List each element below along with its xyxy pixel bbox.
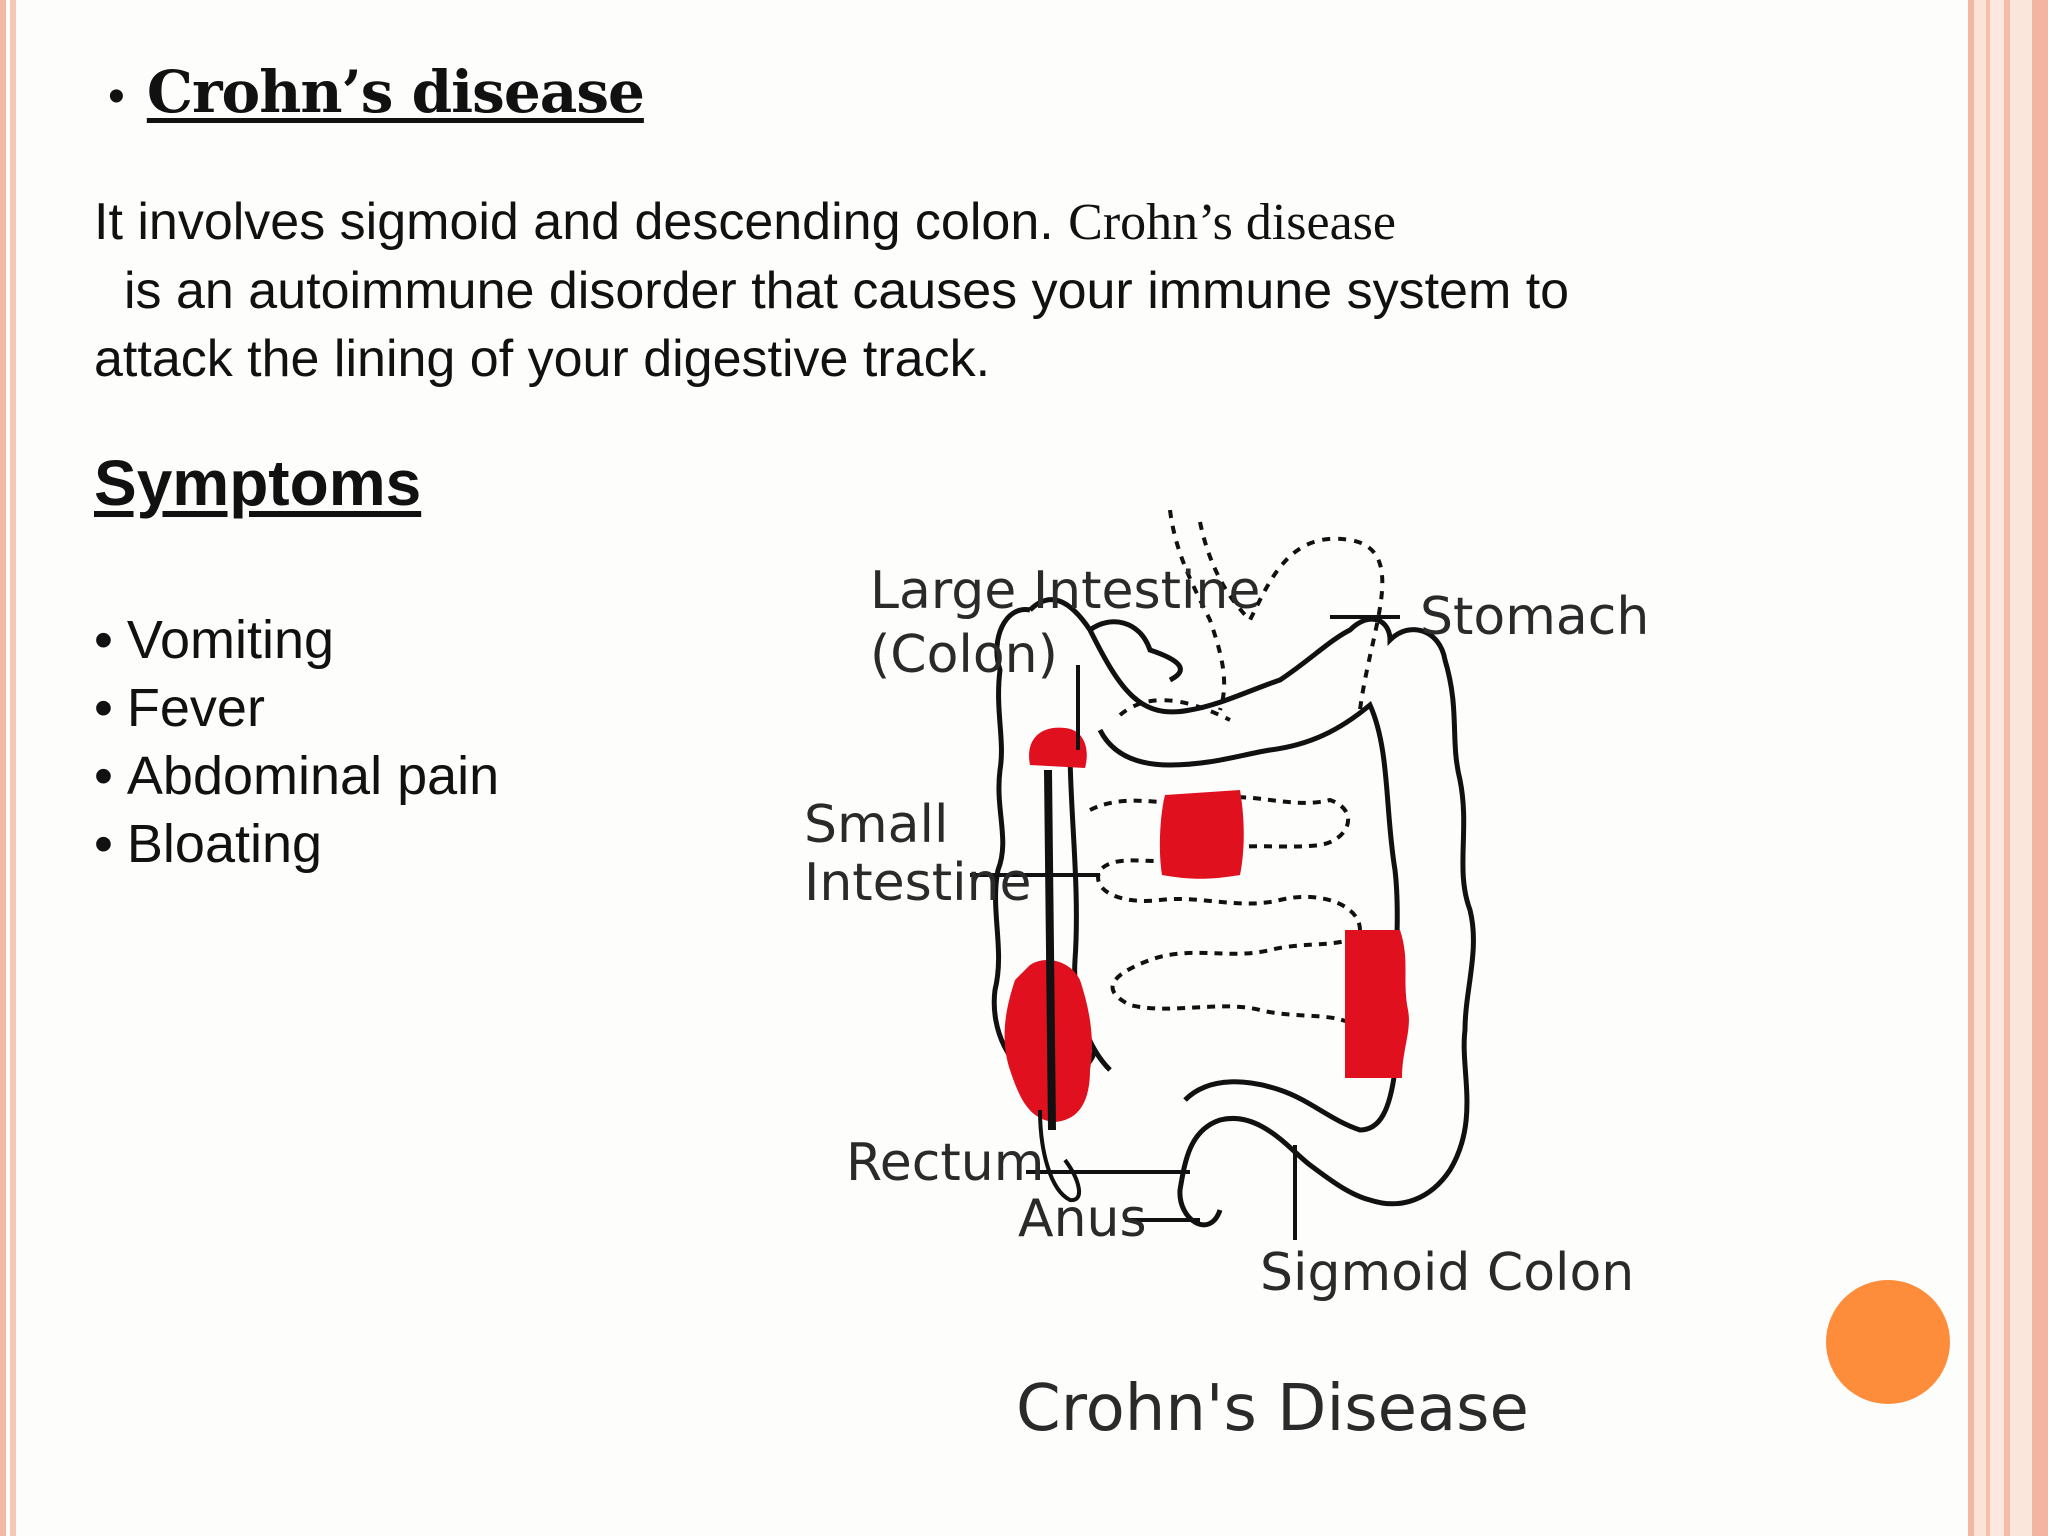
inflamed-area-descending	[1345, 930, 1409, 1078]
list-bullet: •	[94, 814, 113, 874]
label-small: Small	[804, 795, 948, 855]
title-bullet: •	[108, 70, 125, 123]
intro-line-3: attack the lining of your digestive trac…	[94, 330, 991, 388]
diagram-caption: Crohn's Disease	[1016, 1372, 1529, 1446]
inflamed-area-transverse	[1159, 790, 1244, 879]
intro-paragraph: It involves sigmoid and descending colon…	[94, 188, 1734, 393]
symptom-bloating: Bloating	[126, 814, 323, 874]
symptom-abdominal-pain: Abdominal pain	[126, 746, 500, 806]
list-item: •Fever	[94, 674, 499, 742]
symptoms-heading: Symptoms	[94, 447, 422, 519]
label-large-intestine: Large Intestine	[870, 561, 1260, 621]
intro-line-2: is an autoimmune disorder that causes yo…	[124, 262, 1570, 320]
list-bullet: •	[94, 746, 113, 806]
intro-line-1: It involves sigmoid and descending colon…	[94, 188, 1734, 257]
stomach-curve	[1118, 698, 1231, 722]
symptom-vomiting: Vomiting	[126, 610, 335, 670]
symptom-list: •Vomiting •Fever •Abdominal pain •Bloati…	[94, 606, 499, 878]
label-sigmoid-colon: Sigmoid Colon	[1260, 1243, 1634, 1303]
appendix-outline	[1038, 1109, 1081, 1203]
label-intestine: Intestine	[804, 853, 1032, 913]
title-row: • Crohn’s disease	[108, 58, 645, 126]
slide-frame-left	[0, 0, 20, 1536]
list-item: •Bloating	[94, 810, 499, 878]
accent-dot	[1826, 1280, 1950, 1404]
label-rectum: Rectum	[846, 1133, 1044, 1193]
label-colon: (Colon)	[870, 625, 1058, 685]
esophagus-outline	[1168, 510, 1227, 711]
crohns-diagram: Large Intestine (Colon) Stomach Small In…	[804, 510, 1649, 1446]
list-bullet: •	[94, 610, 113, 670]
intro-text-1: It involves sigmoid and descending colon…	[94, 193, 1069, 251]
slide-frame-right	[1968, 0, 2048, 1536]
ileum-line	[1044, 769, 1056, 1131]
list-bullet: •	[94, 678, 113, 738]
list-item: •Abdominal pain	[94, 742, 499, 810]
label-anus: Anus	[1018, 1189, 1147, 1249]
inflamed-area-hepatic	[1029, 727, 1087, 768]
list-item: •Vomiting	[94, 606, 499, 674]
slide-title: Crohn’s disease	[146, 58, 645, 126]
intro-text-serif: Crohn’s disease	[1068, 194, 1396, 251]
symptom-fever: Fever	[126, 678, 265, 738]
colon-outline	[991, 597, 1476, 1228]
small-intestine-loops	[1089, 795, 1363, 1032]
label-stomach: Stomach	[1420, 587, 1649, 647]
